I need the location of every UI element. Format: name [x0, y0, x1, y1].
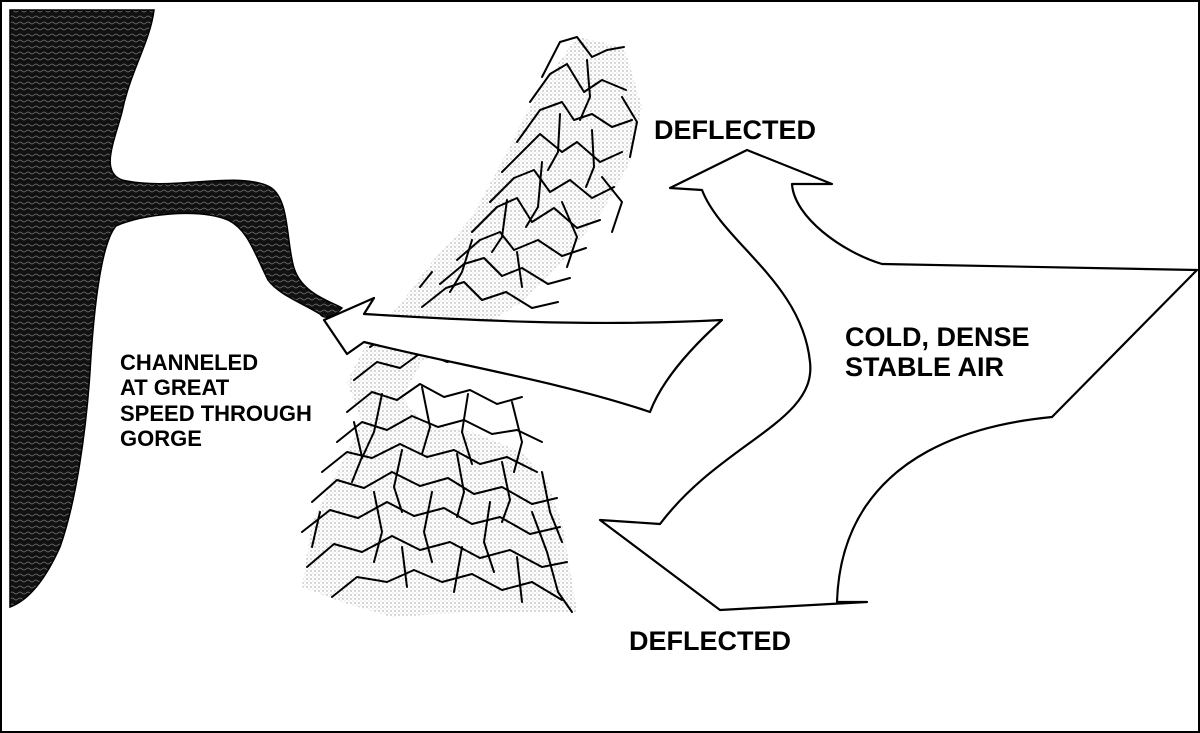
channeled-line-2: AT GREAT: [120, 375, 312, 400]
deflected-bottom-label: DEFLECTED: [629, 627, 791, 656]
cold-air-label: COLD, DENSE STABLE AIR: [845, 322, 1030, 382]
cold-air-line-2: STABLE AIR: [845, 352, 1030, 382]
cold-air-line-1: COLD, DENSE: [845, 322, 1030, 352]
channeled-label: CHANNELED AT GREAT SPEED THROUGH GORGE: [120, 350, 312, 451]
deflected-top-label: DEFLECTED: [654, 116, 816, 145]
channeled-line-1: CHANNELED: [120, 350, 312, 375]
channeled-line-4: GORGE: [120, 426, 312, 451]
channeled-line-3: SPEED THROUGH: [120, 401, 312, 426]
valley-water: [10, 10, 342, 607]
